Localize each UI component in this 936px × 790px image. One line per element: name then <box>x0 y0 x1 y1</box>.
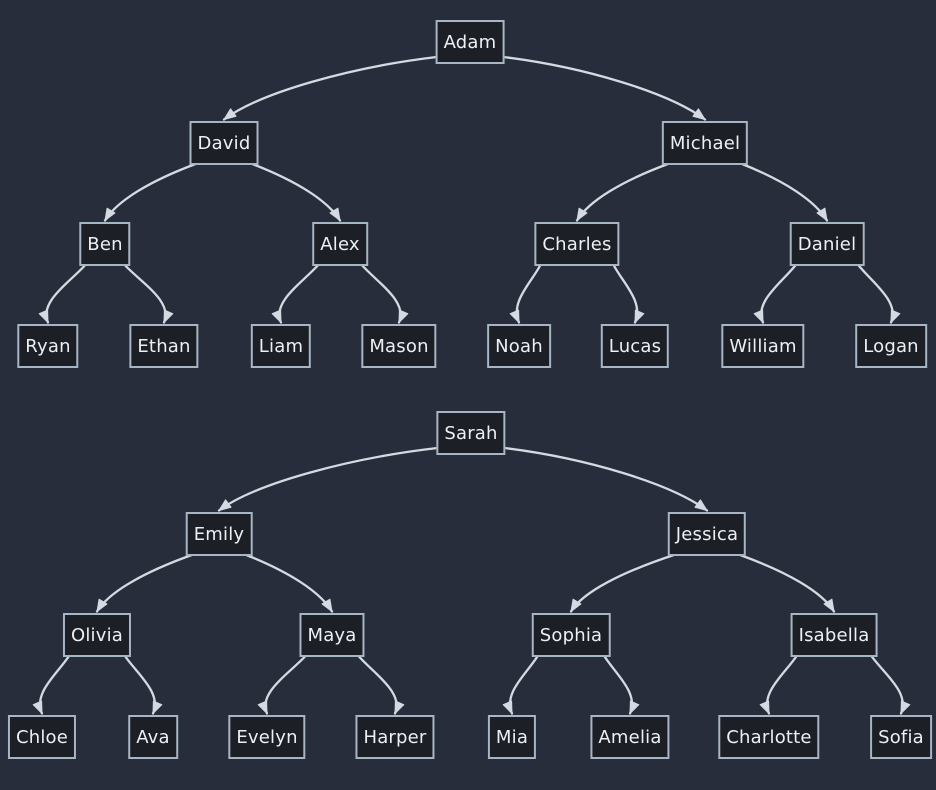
node-noah: Noah <box>487 324 551 368</box>
node-ethan: Ethan <box>129 324 199 368</box>
edge-adam-david <box>222 55 438 121</box>
edge-ben-ethan <box>123 263 174 324</box>
edge-michael-charles <box>575 162 669 222</box>
edge-sarah-jessica <box>503 446 709 512</box>
edge-daniel-william <box>753 263 797 324</box>
node-charlotte: Charlotte <box>718 715 820 759</box>
node-alex: Alex <box>312 222 368 266</box>
node-lucas: Lucas <box>600 324 670 368</box>
node-mason: Mason <box>361 324 437 368</box>
edge-emily-olivia <box>95 553 193 613</box>
node-ava: Ava <box>128 715 178 759</box>
node-ryan: Ryan <box>17 324 79 368</box>
node-sofia: Sofia <box>870 715 932 759</box>
edge-maya-harper <box>357 654 405 715</box>
node-william: William <box>721 324 805 368</box>
edge-adam-michael <box>502 55 707 121</box>
node-ben: Ben <box>79 222 131 266</box>
edge-emily-maya <box>245 553 334 613</box>
edge-jessica-isabella <box>739 553 836 613</box>
edge-alex-liam <box>271 263 320 324</box>
edge-michael-daniel <box>741 162 829 222</box>
edge-maya-evelyn <box>257 654 307 715</box>
node-michael: Michael <box>661 121 749 165</box>
node-jessica: Jessica <box>667 512 747 556</box>
node-emily: Emily <box>185 512 253 556</box>
edge-ben-ryan <box>38 263 87 324</box>
node-olivia: Olivia <box>62 613 132 657</box>
edge-jessica-sophia <box>569 553 675 613</box>
edge-daniel-logan <box>857 263 901 324</box>
node-mia: Mia <box>487 715 537 759</box>
edge-isabella-sofia <box>870 654 911 715</box>
edge-sarah-emily <box>217 446 439 512</box>
node-harper: Harper <box>355 715 435 759</box>
edge-charles-lucas <box>612 263 645 324</box>
edge-olivia-ava <box>123 654 163 715</box>
node-david: David <box>189 121 259 165</box>
edge-isabella-charlotte <box>759 654 798 715</box>
edge-olivia-chloe <box>32 654 71 715</box>
node-charles: Charles <box>534 222 620 266</box>
node-amelia: Amelia <box>590 715 670 759</box>
node-isabella: Isabella <box>790 613 878 657</box>
node-maya: Maya <box>299 613 365 657</box>
edge-david-ben <box>103 162 197 222</box>
node-chloe: Chloe <box>7 715 77 759</box>
node-evelyn: Evelyn <box>228 715 306 759</box>
node-sarah: Sarah <box>436 411 506 455</box>
node-adam: Adam <box>435 20 505 64</box>
node-sophia: Sophia <box>531 613 611 657</box>
edge-sophia-mia <box>502 654 539 715</box>
edge-david-alex <box>251 162 342 222</box>
node-liam: Liam <box>250 324 312 368</box>
node-logan: Logan <box>855 324 927 368</box>
edge-charles-noah <box>509 263 542 324</box>
edge-sophia-amelia <box>603 654 640 715</box>
edge-alex-mason <box>360 263 409 324</box>
node-daniel: Daniel <box>789 222 865 266</box>
